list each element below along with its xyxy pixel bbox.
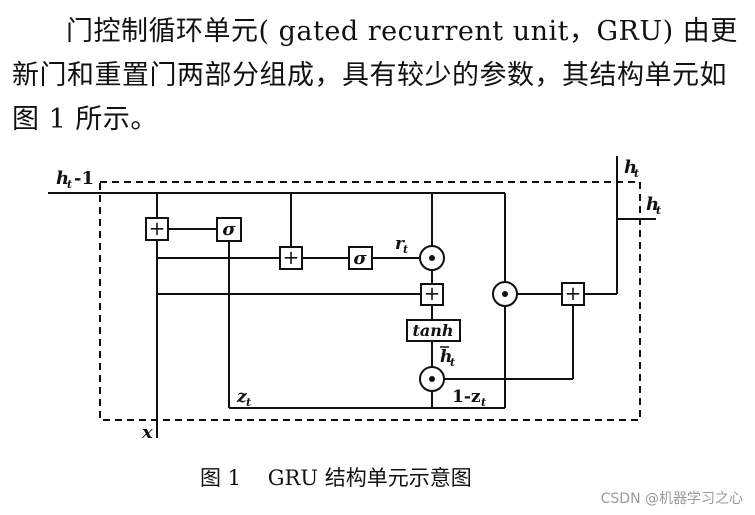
label-h-out-right: h t	[646, 194, 661, 217]
cell-boundary	[99, 181, 641, 421]
svg-text:h: h	[624, 157, 637, 178]
multiply-reset	[419, 245, 445, 271]
plus-icon: +	[565, 281, 582, 305]
svg-text:x: x	[141, 422, 153, 443]
plus-gate-3: +	[420, 281, 444, 306]
dot-icon	[429, 376, 435, 382]
svg-text:t: t	[450, 356, 455, 369]
sigma-reset-gate: σ	[348, 246, 373, 270]
label-x: x	[141, 422, 153, 443]
dot-icon	[502, 291, 508, 297]
intro-paragraph: 门控制循环单元( gated recurrent unit，GRU) 由更新门和…	[12, 10, 747, 142]
plus-gate-output: +	[561, 281, 585, 306]
svg-text:t: t	[67, 178, 72, 191]
svg-text:t: t	[246, 396, 251, 409]
svg-text:-1: -1	[74, 168, 94, 189]
svg-text:h: h	[56, 168, 69, 189]
multiply-hidden	[492, 281, 518, 307]
svg-text:r: r	[395, 234, 405, 254]
sigma-icon: σ	[353, 248, 367, 269]
svg-text:t: t	[634, 167, 639, 180]
intro-paragraph-text: 门控制循环单元( gated recurrent unit，GRU) 由更新门和…	[12, 16, 738, 135]
svg-text:1-z: 1-z	[452, 387, 481, 407]
svg-text:h: h	[646, 194, 659, 215]
svg-text:z: z	[236, 387, 247, 407]
sigma-update-gate: σ	[216, 217, 242, 242]
watermark: CSDN @机器学习之心	[600, 491, 743, 507]
plus-icon: +	[424, 281, 441, 305]
sigma-icon: σ	[222, 219, 236, 240]
label-z: z t	[236, 387, 251, 409]
label-r: r t	[395, 234, 408, 256]
tanh-label: tanh	[412, 321, 453, 340]
label-h-tilde: h t	[440, 346, 455, 369]
plus-icon: +	[283, 245, 300, 269]
figure-caption: 图 1 GRU 结构单元示意图	[200, 466, 472, 490]
svg-text:h: h	[440, 347, 452, 367]
svg-text:t: t	[481, 396, 486, 409]
plus-gate-2: +	[279, 245, 303, 270]
label-one-minus-z: 1-z t	[452, 387, 486, 409]
svg-text:t: t	[656, 204, 661, 217]
dot-icon	[429, 255, 435, 261]
tanh-box: tanh	[406, 319, 461, 342]
multiply-candidate	[419, 366, 445, 392]
plus-icon: +	[149, 216, 166, 240]
connection-lines	[48, 156, 656, 438]
label-h-prev: h t -1	[56, 168, 94, 191]
svg-text:t: t	[403, 243, 408, 256]
label-h-out-top: h t	[624, 157, 639, 180]
plus-gate-1: +	[145, 216, 169, 241]
